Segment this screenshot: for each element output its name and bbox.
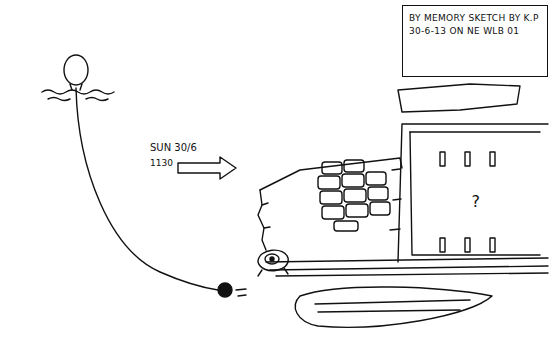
hold-posts	[440, 152, 495, 252]
date-note: SUN 30/6	[150, 142, 197, 153]
time-note: 1130	[150, 158, 173, 168]
wreck-deck	[260, 158, 402, 190]
debris-patch	[398, 84, 520, 112]
wreck-section	[315, 300, 470, 312]
wreck-deck	[258, 190, 266, 250]
brick-stack	[318, 160, 390, 231]
wreck-hold	[398, 124, 548, 262]
buoy	[64, 55, 88, 85]
wreck-object	[270, 257, 274, 261]
motion-marks	[236, 289, 246, 296]
note-text: ?	[430, 190, 522, 213]
wreck-hold	[410, 132, 540, 255]
shot-line	[76, 88, 218, 290]
sea-surface	[48, 98, 108, 101]
hold-box: ?	[426, 170, 526, 234]
note-box: BY MEMORY SKETCH BY K.P 30-6-13 ON NE WL…	[402, 5, 548, 77]
sea-surface	[42, 90, 114, 94]
direction-arrow	[178, 157, 236, 179]
wreck-section	[295, 287, 492, 327]
note-text: BY MEMORY SKETCH BY K.P 30-6-13 ON NE WL…	[409, 12, 541, 38]
shot-weight	[218, 283, 232, 297]
wreck-deck	[262, 203, 270, 228]
wreck-beam	[266, 258, 548, 276]
